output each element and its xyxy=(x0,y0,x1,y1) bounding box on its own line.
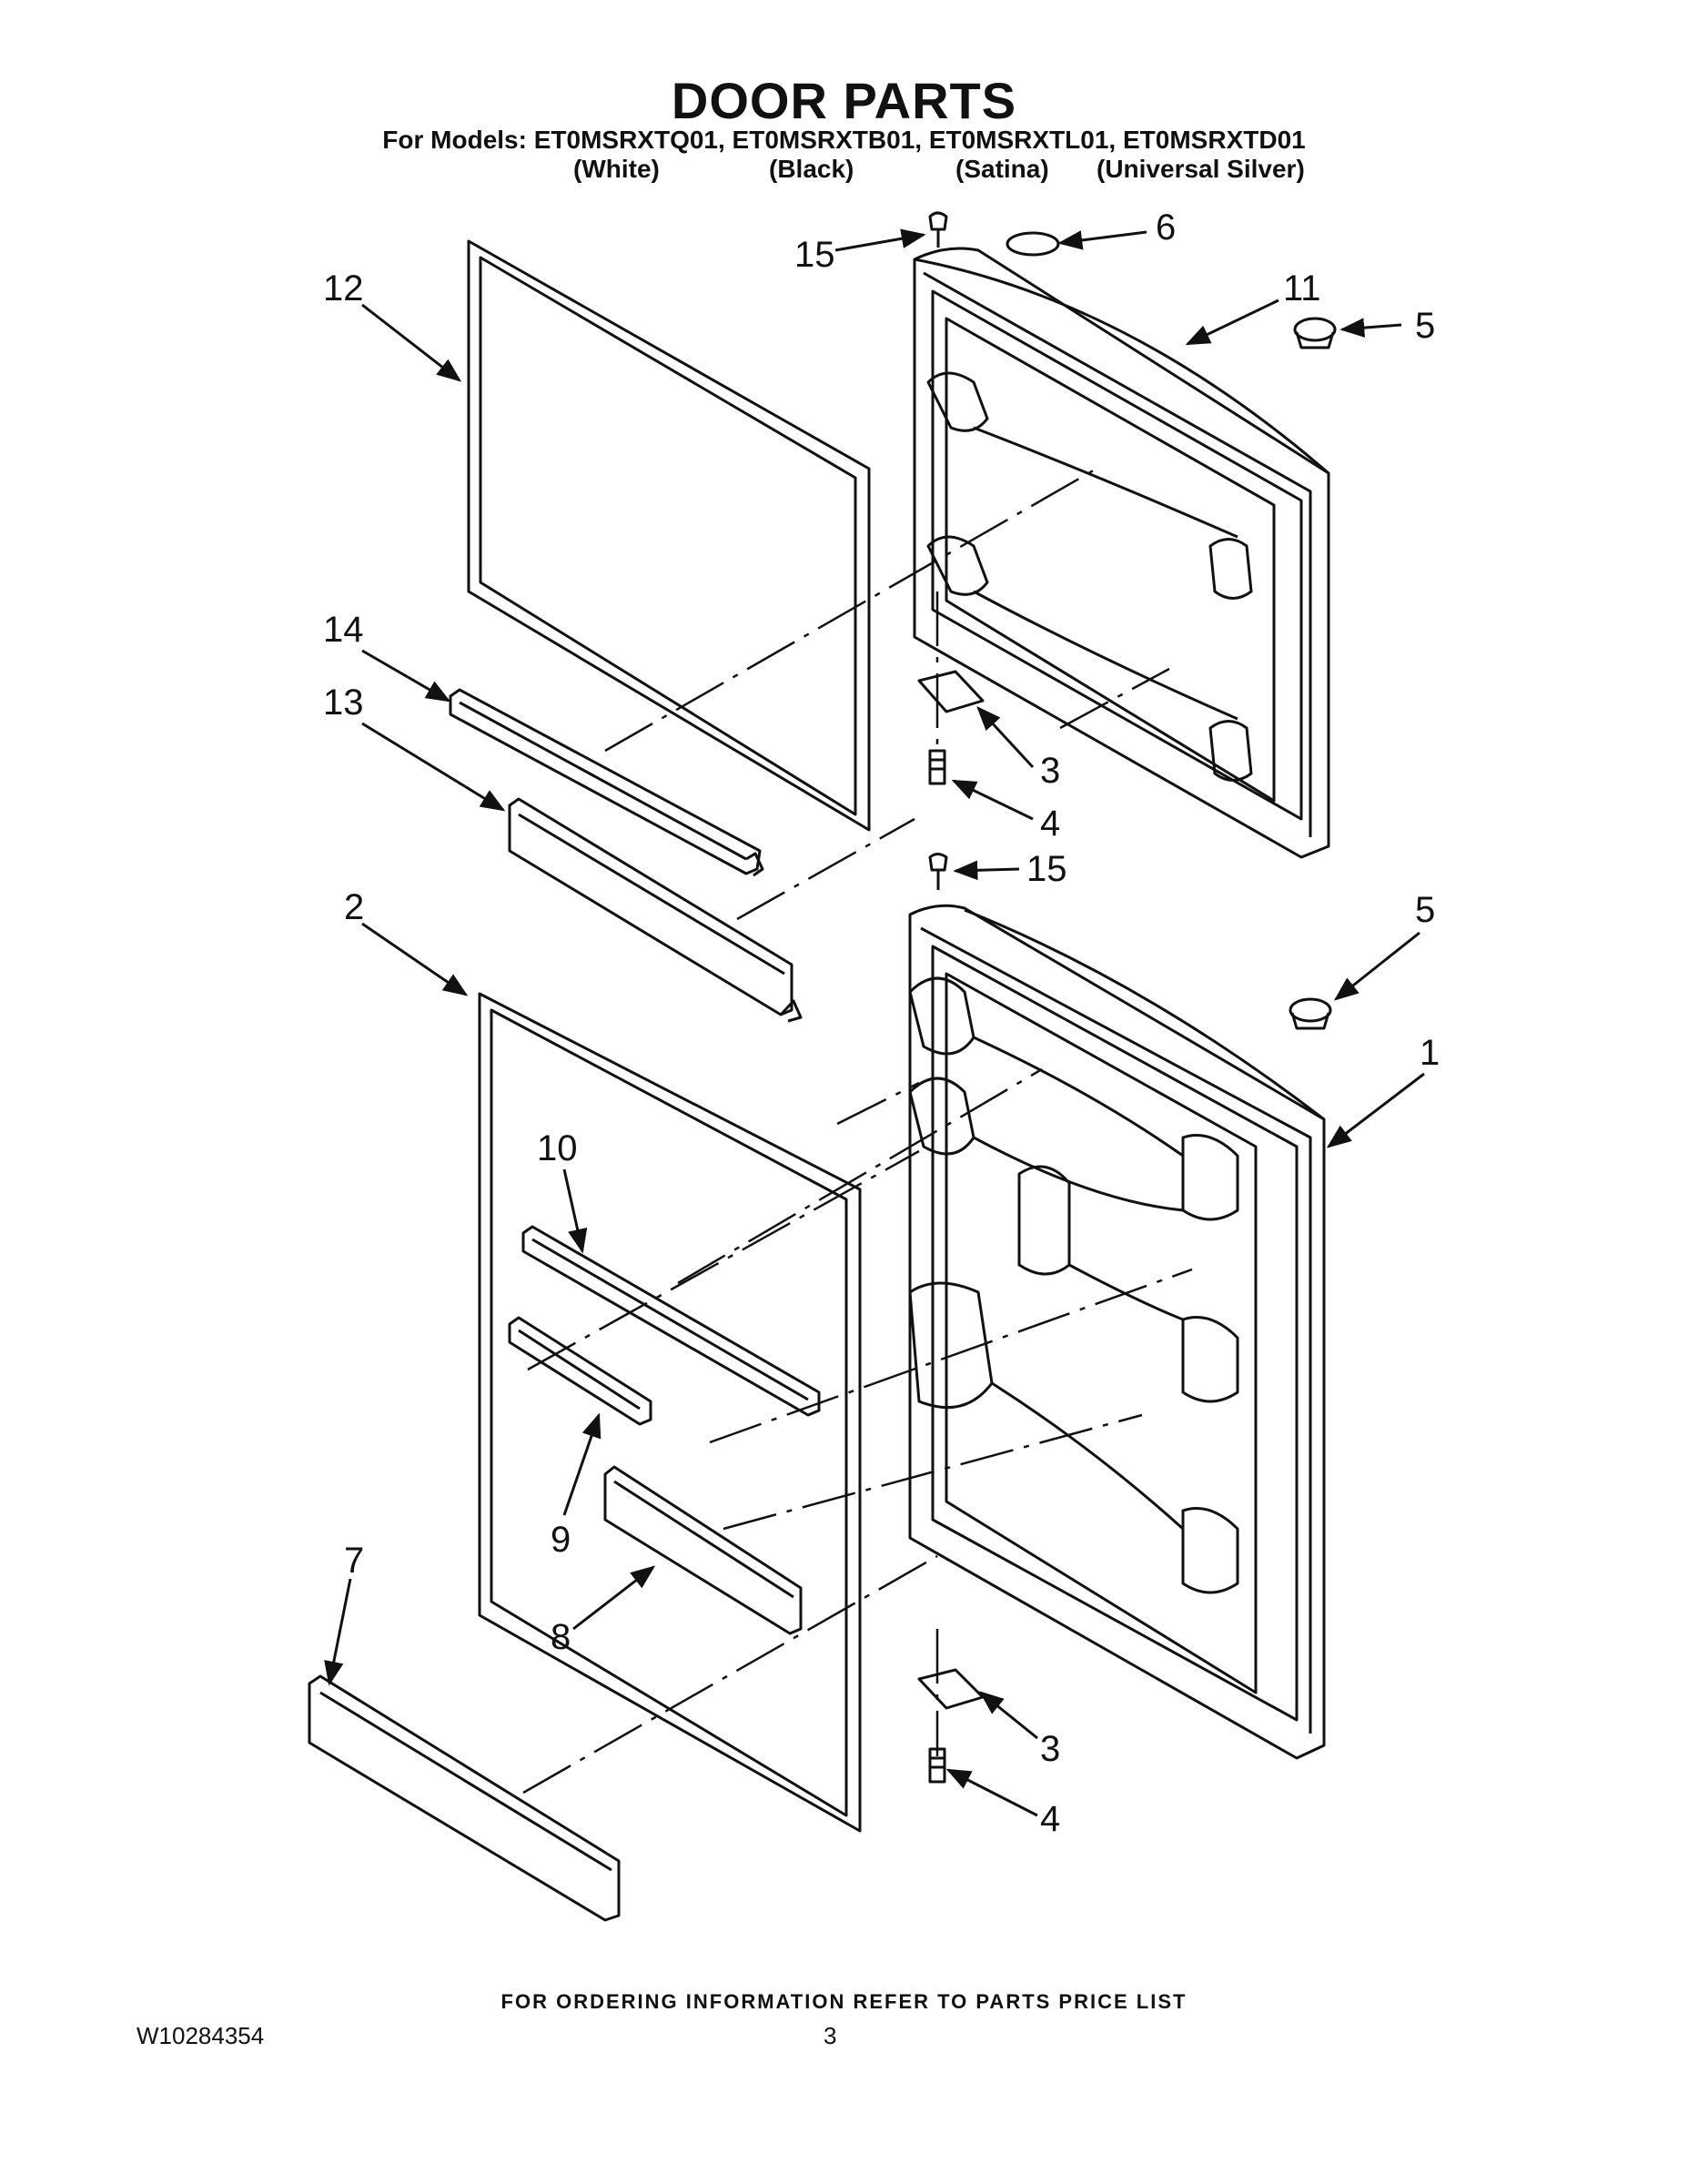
callout-11: 11 xyxy=(1283,268,1321,308)
door-bin-rail-upper xyxy=(521,1225,821,1417)
freezer-door-gasket xyxy=(467,239,871,832)
callout-15-lower: 15 xyxy=(1026,849,1067,889)
freezer-door xyxy=(913,247,1330,859)
page-title: DOOR PARTS xyxy=(671,72,1017,129)
ordering-note: FOR ORDERING INFORMATION REFER TO PARTS … xyxy=(500,1990,1188,2013)
hinge-bracket-upper xyxy=(917,670,985,713)
models-line: For Models: ET0MSRXTQ01, ET0MSRXTB01, ET… xyxy=(382,126,1306,154)
freezer-shelf-rail xyxy=(449,688,764,877)
callout-7: 7 xyxy=(344,1541,364,1581)
leader-arrows xyxy=(324,228,1425,1817)
callout-3-upper: 3 xyxy=(1040,751,1060,791)
callout-3-lower: 3 xyxy=(1040,1729,1060,1769)
door-shelf-middle xyxy=(603,1465,803,1635)
variant-black: (Black) xyxy=(769,155,854,183)
callout-4-upper: 4 xyxy=(1040,804,1060,844)
callout-2: 2 xyxy=(344,887,364,927)
door-bin-rail-small xyxy=(508,1316,652,1426)
callout-15-upper: 15 xyxy=(794,235,835,275)
hole-plug-upper xyxy=(1293,317,1337,349)
document-number: W10284354 xyxy=(136,2022,265,2049)
hinge-pin-lower xyxy=(928,853,948,890)
hinge-washer xyxy=(1006,231,1060,257)
alignment-lines xyxy=(522,467,1193,1795)
callout-4-lower: 4 xyxy=(1040,1799,1060,1839)
page-number: 3 xyxy=(824,2022,837,2049)
variant-white: (White) xyxy=(573,155,660,183)
freezer-door-shelf xyxy=(508,797,803,1023)
hinge-bracket-lower xyxy=(917,1668,985,1710)
callout-5-lower: 5 xyxy=(1415,890,1435,930)
fresh-food-door xyxy=(908,904,1326,1760)
callout-6: 6 xyxy=(1156,207,1176,248)
variant-satina: (Satina) xyxy=(955,155,1049,183)
callout-14: 14 xyxy=(323,610,364,650)
callout-12: 12 xyxy=(323,268,364,308)
callout-9: 9 xyxy=(551,1520,571,1560)
fresh-food-door-gasket xyxy=(478,992,862,1833)
callout-1: 1 xyxy=(1420,1033,1440,1073)
variant-universal-silver: (Universal Silver) xyxy=(1097,155,1305,183)
door-shelf-bottom xyxy=(308,1674,621,1922)
callout-13: 13 xyxy=(323,682,364,723)
callout-10: 10 xyxy=(537,1128,578,1168)
hinge-pin-top xyxy=(928,211,948,248)
callout-5-upper: 5 xyxy=(1415,306,1435,346)
hole-plug-lower xyxy=(1289,997,1332,1030)
callout-8: 8 xyxy=(551,1617,571,1657)
hinge-screw-upper xyxy=(928,749,946,785)
